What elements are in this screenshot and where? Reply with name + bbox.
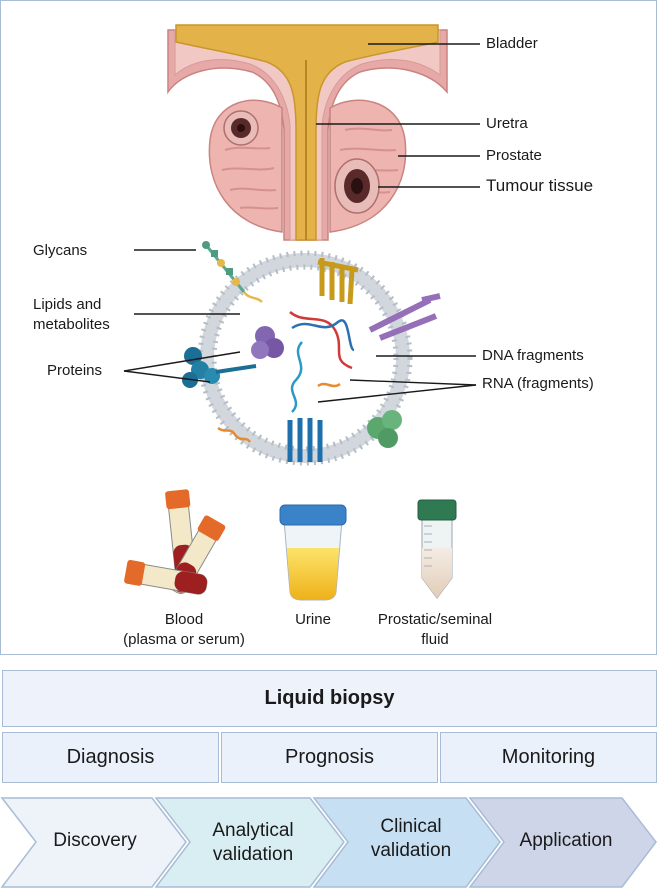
membrane-protein-yellow	[317, 258, 359, 305]
label-uretra: Uretra	[486, 115, 528, 132]
vesicle-leader-lines	[123, 249, 477, 403]
prostate-graphic	[208, 99, 407, 233]
rna-graphic	[217, 341, 341, 443]
step-clinical-validation: Clinical validation	[348, 812, 474, 866]
liquid-biopsy-title: Liquid biopsy	[2, 670, 657, 727]
label-proteins: Proteins	[47, 362, 103, 379]
tumour-graphic-left	[223, 110, 259, 146]
label-lipids-line2: metabolites	[33, 316, 110, 333]
label-prostate: Prostate	[486, 147, 542, 164]
label-tumour-tissue: Tumour tissue	[486, 176, 594, 195]
label-lipids-line1: Lipids and	[33, 296, 102, 313]
use-monitoring: Monitoring	[440, 732, 657, 783]
dna-graphic	[289, 310, 356, 370]
protein-green	[367, 410, 402, 448]
step-analytical-validation: Analytical validation	[190, 816, 316, 870]
step-discovery-label: Discovery	[53, 830, 137, 851]
pipeline-chevrons	[0, 797, 657, 888]
use-prognosis: Prognosis	[221, 732, 438, 783]
label-bladder: Bladder	[486, 35, 538, 52]
urine-cup-graphic	[279, 504, 347, 601]
use-diagnosis: Diagnosis	[2, 732, 219, 783]
chevron-discovery	[0, 797, 187, 888]
label-glycans: Glycans	[33, 242, 88, 259]
blood-tubes-graphic	[124, 489, 226, 595]
label-urine: Urine	[295, 611, 331, 628]
label-blood-line2: (plasma or serum)	[123, 631, 245, 648]
bladder-graphic	[167, 24, 448, 241]
membrane-protein-blue	[287, 418, 323, 462]
fluid-tube-graphic	[417, 499, 457, 599]
step-application-label: Application	[519, 830, 613, 851]
glycans-graphic	[202, 241, 263, 303]
step-clinical-line1: Clinical	[380, 816, 442, 837]
chevron-analytical	[154, 797, 345, 888]
label-dna-fragments: DNA fragments	[482, 347, 584, 364]
step-clinical-line2: validation	[370, 840, 452, 861]
step-analytical-line2: validation	[212, 844, 294, 865]
step-discovery: Discovery	[40, 816, 150, 866]
label-fluid-line2: fluid	[421, 631, 449, 648]
label-blood-line1: Blood	[164, 611, 204, 628]
chevron-clinical	[312, 797, 501, 888]
membrane-protein-purple	[368, 293, 441, 341]
label-fluid-line1: Prostatic/seminal	[377, 611, 493, 628]
tumour-graphic-right	[334, 158, 380, 214]
biopsy-illustration	[123, 24, 480, 601]
label-rna-fragments: RNA (fragments)	[482, 375, 594, 392]
chevron-application	[468, 797, 657, 888]
protein-purple	[251, 326, 284, 359]
step-analytical-line1: Analytical	[212, 820, 294, 841]
anatomy-leader-lines	[316, 43, 480, 188]
step-application: Application	[504, 816, 628, 866]
